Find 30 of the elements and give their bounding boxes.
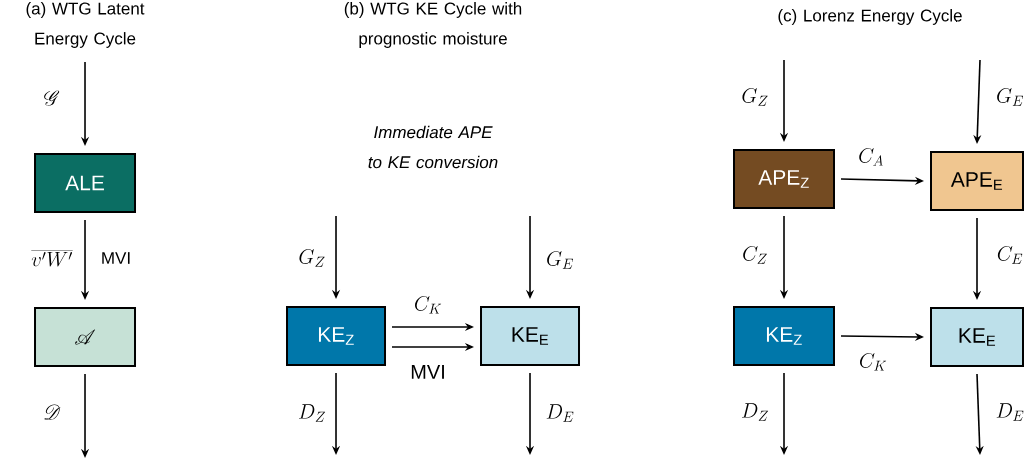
- edge-label: $G_E$: [997, 87, 1023, 106]
- panel-text: (a) WTG Latent Energy Cycle: [26, 2, 145, 48]
- edge-label: $D_Z$: [741, 403, 769, 421]
- energy-box: APE$_{Z}$: [733, 149, 835, 209]
- edge-label: $D_E$: [546, 404, 574, 422]
- edge-label: $C_Z$: [743, 245, 767, 264]
- edge-label: $C_K$: [860, 352, 887, 371]
- panel-text: (c) Lorenz Energy Cycle: [778, 9, 962, 25]
- energy-box: KE$_{Z}$: [286, 306, 386, 366]
- energy-box: KE$_{E}$: [480, 306, 580, 366]
- energy-box: KE$_{E}$: [930, 307, 1024, 367]
- edge-label: $\overline{v'W'}$: [31, 250, 73, 267]
- energy-box: ALE: [34, 153, 136, 213]
- edge-label: $\mathscr{G}$: [44, 90, 60, 106]
- edge-label: $C_E$: [997, 245, 1023, 264]
- edge-label: $C_K$: [415, 295, 442, 314]
- edge-label: $G_Z$: [299, 248, 325, 267]
- edge-label: MVI: [411, 365, 444, 379]
- energy-box: $\mathscr{A}$: [34, 307, 136, 367]
- edge-label: $G_E$: [547, 250, 573, 269]
- panel-text: MVI: [102, 252, 130, 264]
- edge-label: $D_Z$: [298, 404, 326, 422]
- energy-box: APE$_{E}$: [930, 151, 1024, 211]
- energy-box: KE$_{Z}$: [733, 306, 835, 366]
- panel-text: (b) WTG KE Cycle with prognostic moisture: [344, 2, 522, 48]
- edge-label: $\mathscr{D}$: [44, 404, 61, 420]
- panel-text: Immediate APE to KE conversion: [368, 125, 498, 169]
- edge-label: $C_A$: [859, 147, 883, 166]
- edge-label: $G_Z$: [742, 87, 768, 106]
- edge-label: $D_E$: [996, 403, 1024, 421]
